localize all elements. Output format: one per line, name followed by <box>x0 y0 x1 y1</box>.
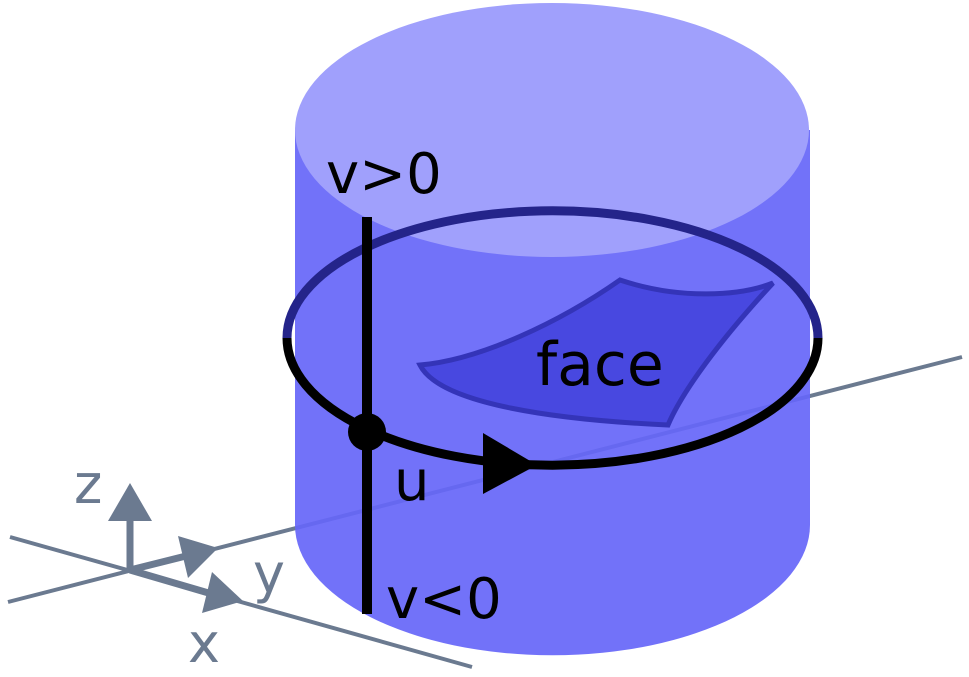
label-face: face <box>536 330 664 400</box>
label-y-axis: y <box>253 542 285 605</box>
origin-point <box>348 413 386 451</box>
coordinate-axes <box>108 483 243 613</box>
label-v-positive: v>0 <box>326 142 442 207</box>
u-curve-hidden-arc <box>282 206 823 339</box>
label-x-axis: x <box>188 612 220 675</box>
x-arrow-icon <box>202 572 243 613</box>
u-curve-front-arc <box>282 337 823 470</box>
z-arrow-icon <box>108 483 152 521</box>
y-arrow-icon <box>178 536 218 578</box>
face-patch <box>416 277 775 428</box>
x-axis-line <box>9 535 473 669</box>
label-u: u <box>394 449 430 514</box>
label-z-axis: z <box>74 453 102 516</box>
cylinder-top-cap <box>295 3 809 257</box>
label-v-negative: v<0 <box>386 567 502 632</box>
u-direction-arrow-icon <box>483 433 537 494</box>
